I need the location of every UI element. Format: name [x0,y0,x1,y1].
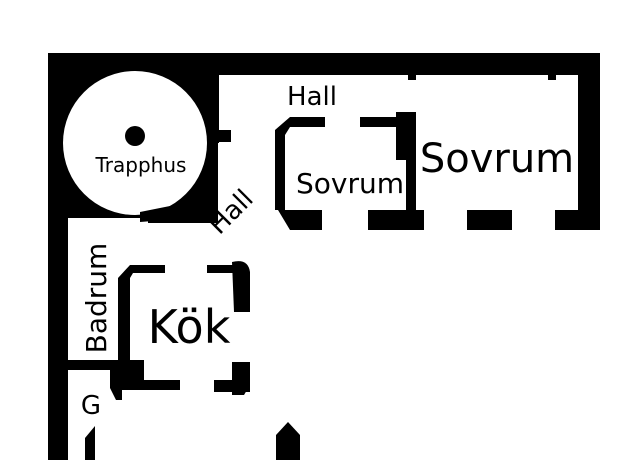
right-outer-wall [578,53,600,230]
bedroom-small-walls [275,112,424,230]
stairwell [63,71,207,223]
bedroom-small-label: Sovrum [296,167,404,200]
bedroom-divider-wall-lower [406,112,416,230]
bedroom-small-bottom-right-wall [368,210,424,230]
kitchen-label: Kök [148,300,231,354]
kitchen-top-wall [207,265,237,273]
kitchen-bottom-right-wall [214,380,250,392]
stairwell-door-wall [140,204,192,222]
closet-right-wall [110,368,122,400]
kitchen-left-wall [118,265,165,368]
stairwell-label: Trapphus [95,153,187,177]
bedroom-large-bottom-wall [467,210,512,230]
stairwell-gap [68,218,148,223]
wall-stub [219,130,231,142]
wall-stub [548,72,556,80]
kitchen-right-wall-upper [232,261,250,312]
wall-stub [48,218,68,228]
bedroom-small-top-wall [360,117,406,127]
closet-door-wall [85,426,95,460]
bathroom-label: Badrum [80,243,113,354]
bedroom-small-left-wall [275,117,325,210]
bedroom-small-bottom-wall [278,210,322,230]
bathroom-bottom-wall [68,360,120,370]
closet-label: G [81,391,101,421]
kitchen-bottom-left-block [118,360,144,390]
bedroom-large-label: Sovrum [420,136,574,182]
bedroom-large-bottom-right-wall [555,210,600,230]
wall-stub [408,72,416,80]
bath-walls [68,360,122,460]
lower-wall-stub [276,422,300,460]
stair-center-dot-icon [125,126,145,146]
hall-top-label: Hall [287,82,337,112]
bedroom-large-walls [408,72,600,230]
kitchen-bottom-wall [118,380,180,390]
kitchen-walls [118,261,250,395]
